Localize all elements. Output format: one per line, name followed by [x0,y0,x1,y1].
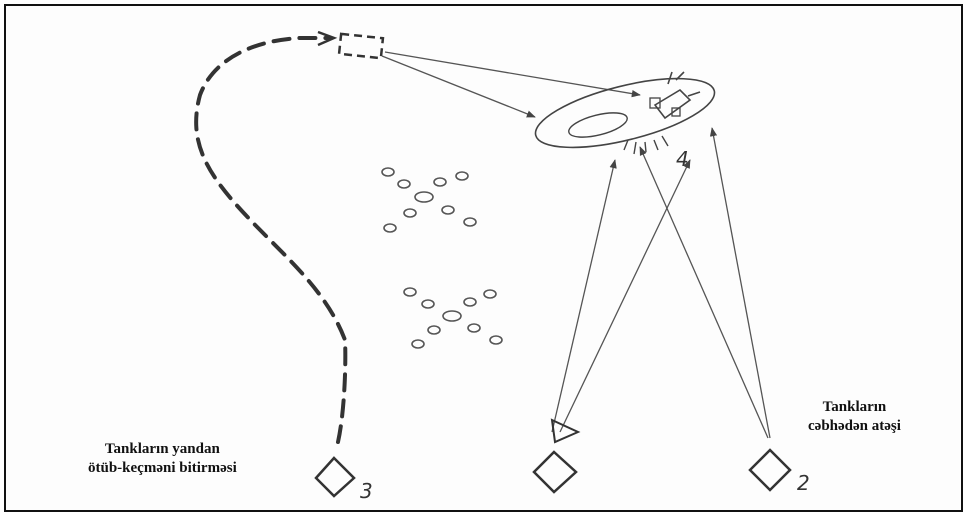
fire-line-flank-2 [381,55,536,118]
tank-3-final-position [337,32,385,60]
diagram-frame [4,4,963,512]
tank-3-diamond [314,456,356,498]
flank-caption-line-1: Tankların yandan [104,441,220,457]
target-enemy-position [534,71,716,155]
obstacle-cluster-lower [403,287,503,349]
fire-line-flank-1 [384,51,641,98]
front-caption-line-2: cəbhədən atəşi [808,418,901,434]
fire-line-front-1 [551,159,617,433]
tank-center-diamond [532,450,578,494]
obstacle-cluster-upper [381,167,477,233]
fire-line-front-2 [559,159,691,433]
tank-2-label: 2 [797,471,810,495]
front-caption-line-1: Tankların [822,399,887,415]
flank-caption: Tankların yandan ötüb-keçməni bitirməsi [88,440,237,478]
tank-2-diamond [748,448,792,492]
tank-triangle-marker [550,418,581,444]
fire-line-front-4 [709,127,771,439]
flank-caption-line-2: ötüb-keçməni bitirməsi [88,460,237,476]
fire-line-front-3 [639,146,769,439]
flank-route-dashed [194,36,348,444]
front-caption: Tankların cəbhədən atəşi [808,398,901,436]
tank-3-label: 3 [360,479,373,503]
flank-route-arrowhead [317,30,338,47]
